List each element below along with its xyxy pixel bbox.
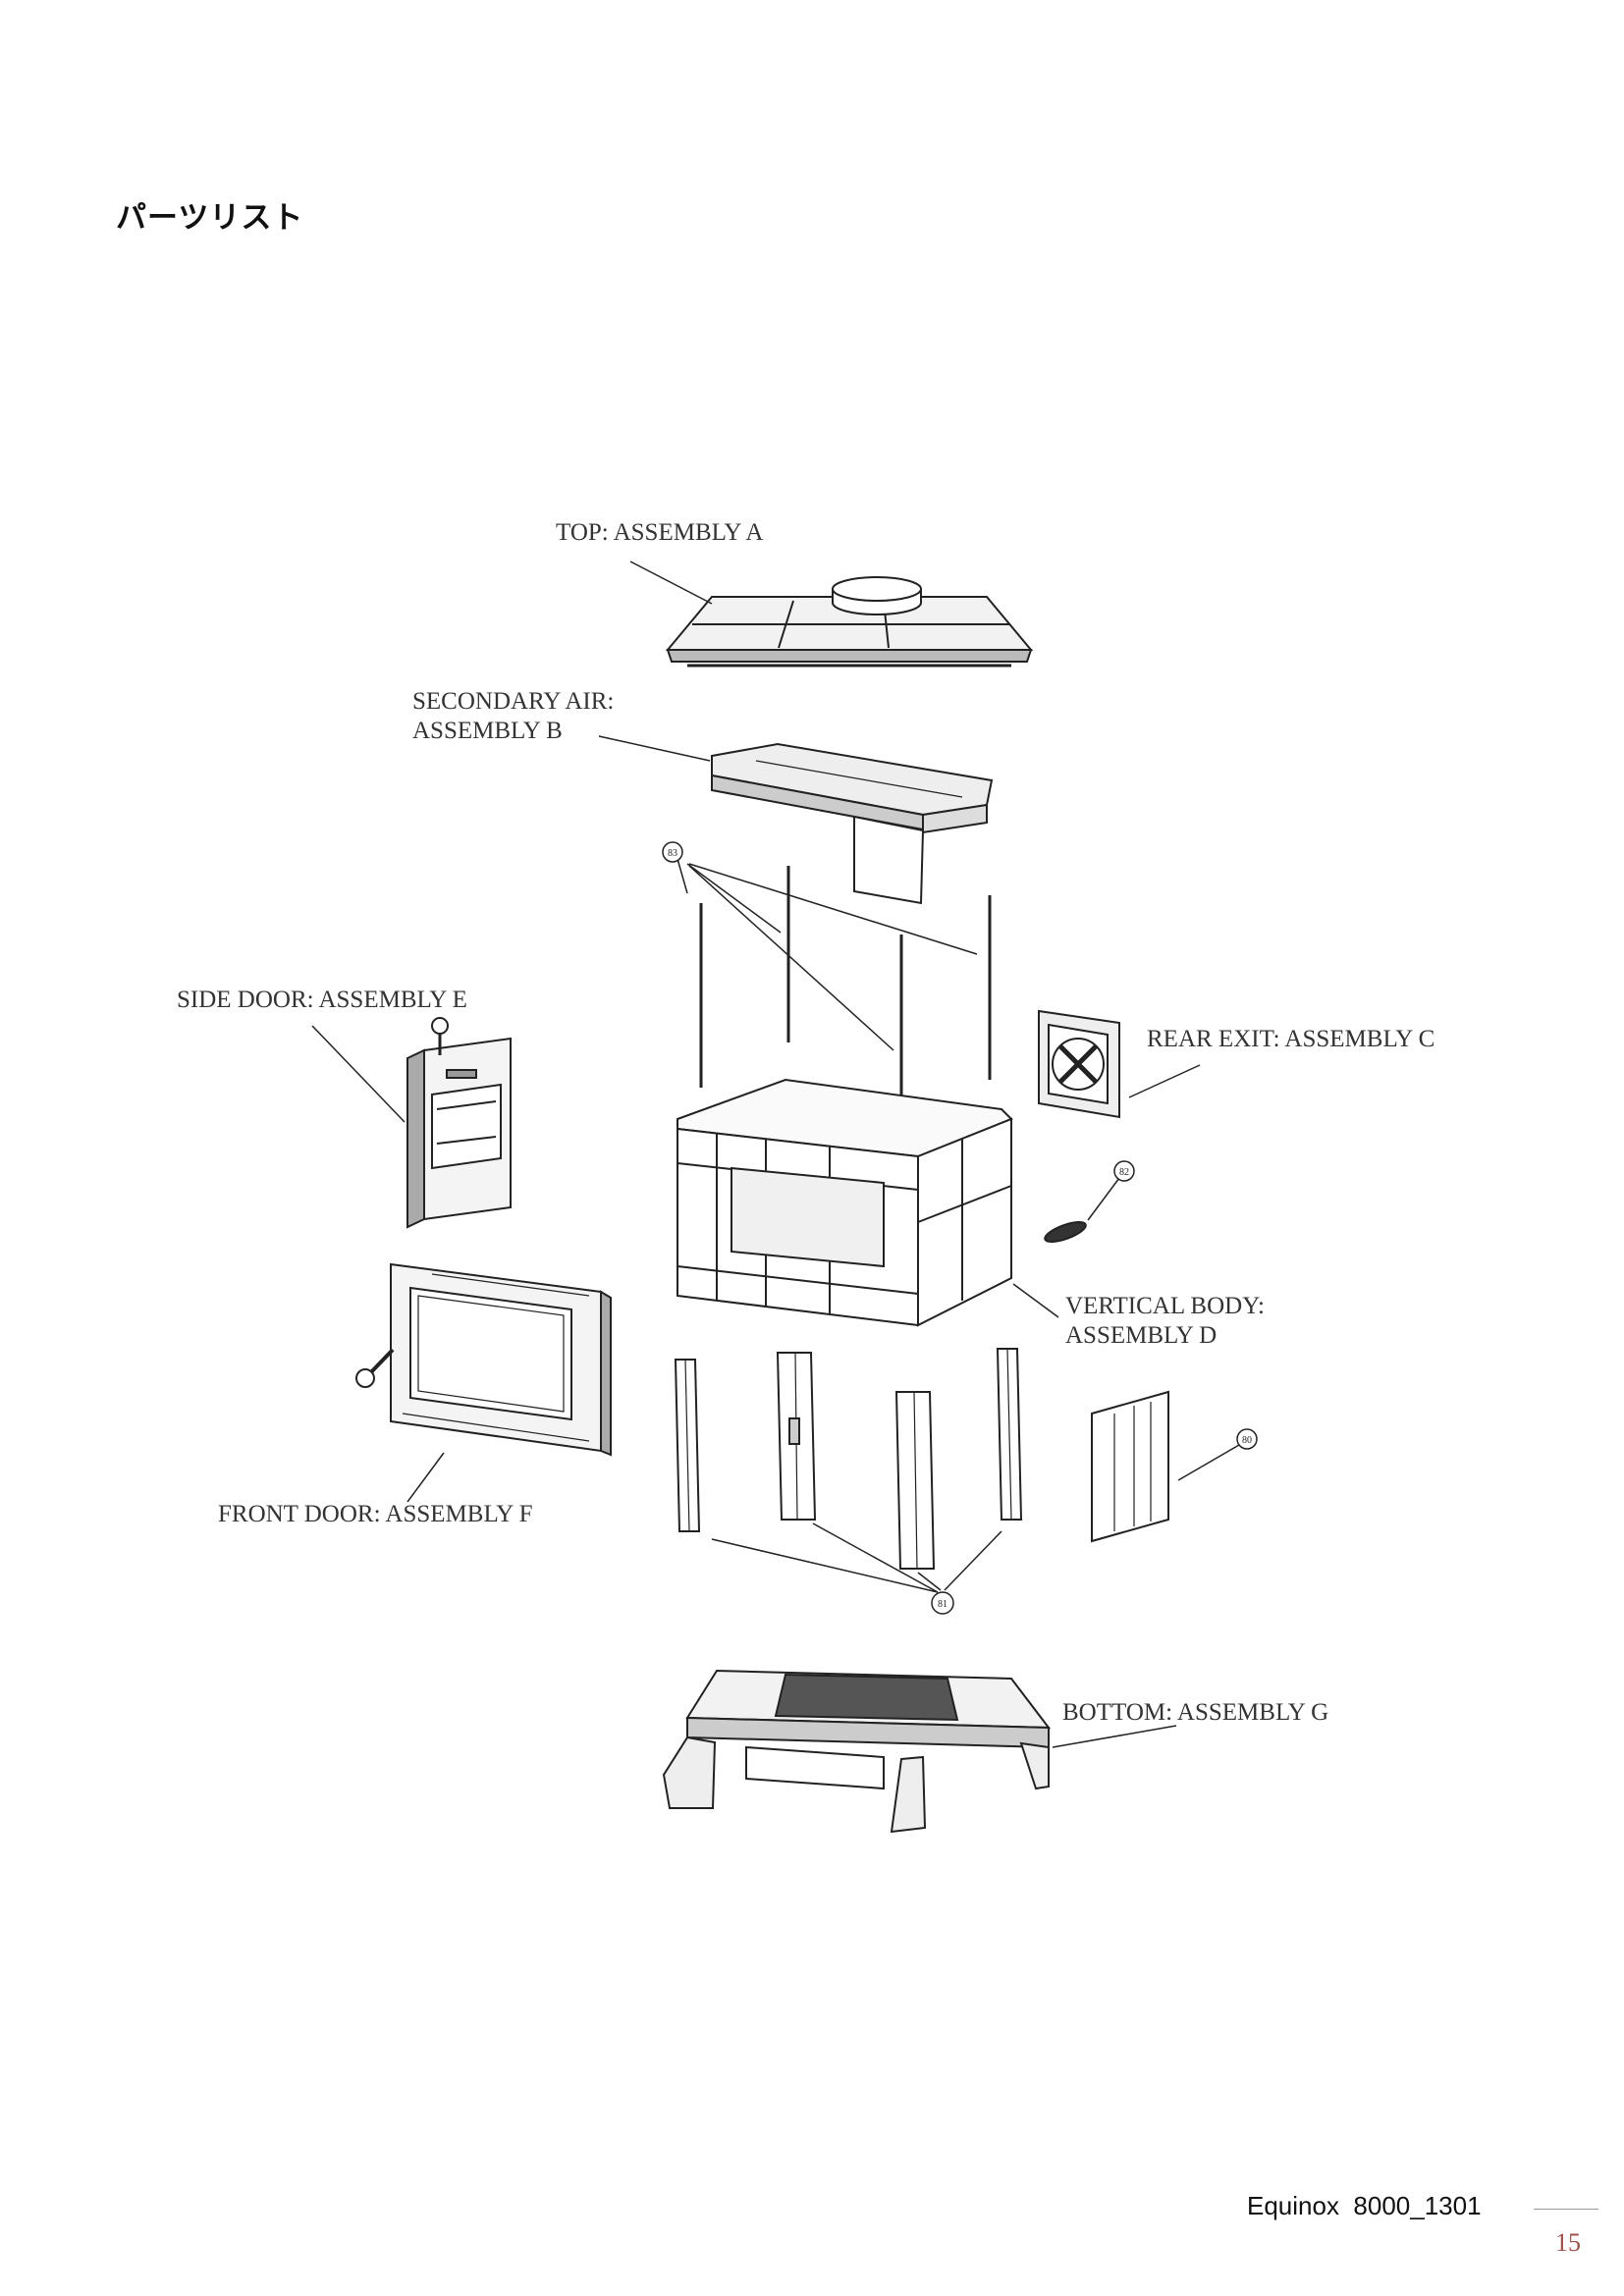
column-parts [674,1348,1023,1570]
rod-parts [699,866,992,1119]
front-door-assembly-part [355,1262,612,1457]
panel-callout-leader [1177,1444,1240,1481]
label-secondary-air-line1: SECONDARY AIR: [412,688,614,715]
gasket-callout-leader [1087,1177,1120,1221]
vertical-body-leader-line [1012,1283,1059,1318]
callout-number-gasket: 82 [1119,1167,1129,1178]
label-vertical-body-line1: VERTICAL BODY: [1065,1293,1265,1319]
label-bottom-assembly-g: BOTTOM: ASSEMBLY G [1062,1699,1328,1726]
column-callout-leaders [711,1522,1002,1593]
callout-circle-columns [931,1591,954,1615]
secondary-air-assembly-part [711,742,994,905]
label-top-assembly-a: TOP: ASSEMBLY A [556,519,763,546]
top-assembly-part [665,576,1034,667]
label-front-door-assembly-f: FRONT DOOR: ASSEMBLY F [218,1501,533,1527]
top-leader-line [629,561,713,605]
page-number: 15 [1555,2228,1581,2257]
callout-number-columns: 81 [938,1599,947,1610]
page-title: パーツリスト [116,200,304,236]
label-vertical-body-line2: ASSEMBLY D [1065,1322,1217,1349]
gasket-part [1044,1221,1087,1243]
secondary-air-leader-line [598,735,711,762]
rear-exit-leader-line [1128,1064,1201,1098]
rear-exit-assembly-part [1038,1009,1120,1119]
vertical-body-assembly-part [677,1078,1013,1327]
footer-rule [1534,2209,1598,2210]
callout-number-panel: 80 [1242,1435,1252,1446]
callout-circle-gasket [1113,1160,1135,1182]
label-rear-exit-assembly-c: REAR EXIT: ASSEMBLY C [1147,1026,1435,1052]
callout-number-rods: 83 [668,848,677,859]
label-secondary-air-line2: ASSEMBLY B [412,718,563,744]
side-door-leader-line [311,1025,406,1123]
front-door-leader-line [406,1452,445,1503]
bottom-assembly-part [662,1669,1052,1834]
side-door-assembly-part [406,1017,512,1229]
label-side-door-assembly-e: SIDE DOOR: ASSEMBLY E [177,987,467,1013]
bottom-leader-line [1052,1725,1177,1748]
callout-circle-rods [662,841,683,863]
rod-callout-leaders [677,858,978,1051]
footer-document-id: Equinox 8000_1301 [1247,2191,1482,2220]
callout-circle-panel [1236,1428,1258,1450]
panel-part [1091,1390,1169,1543]
